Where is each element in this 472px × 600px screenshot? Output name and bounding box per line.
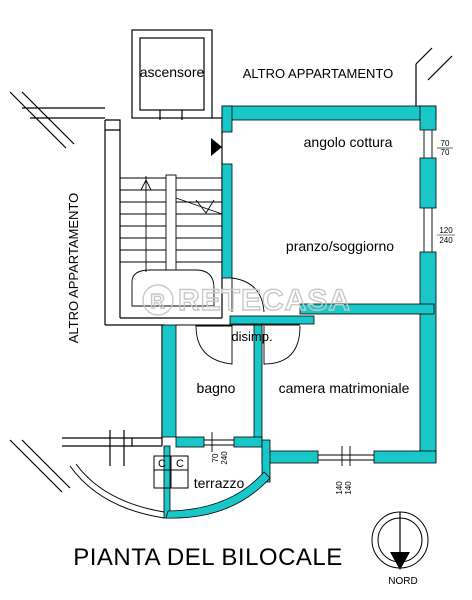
dim-bedroom-width: 140	[335, 481, 344, 495]
dim-terrace-height: 240	[220, 451, 229, 465]
room-label-kitchen: angolo cottura	[304, 134, 393, 150]
wall-bottom-2	[373, 450, 437, 464]
wall-separator	[299, 303, 435, 315]
neighbor-label-top: ALTRO APPARTAMENTO	[243, 66, 394, 81]
apartment-walls	[161, 105, 437, 519]
wall-bath-left	[161, 324, 177, 438]
dim-kitchen-width: 70	[441, 139, 450, 148]
utility-mark-2: C	[176, 458, 184, 470]
dim-living-width: 120	[439, 226, 453, 235]
openings	[176, 130, 433, 466]
utility-mark-1: C	[158, 458, 166, 470]
plan-title: PIANTA DEL BILOCALE	[73, 544, 343, 571]
wall-separator-2	[229, 315, 315, 325]
wall-right-lower	[419, 251, 437, 463]
wall-terrace-curve	[165, 471, 271, 519]
room-label-bedroom: camera matrimoniale	[279, 380, 410, 396]
wall-inner-left	[221, 163, 233, 279]
terrace-outline	[69, 455, 189, 519]
entry-arrow-icon	[211, 138, 222, 156]
svg-text:R: R	[150, 291, 165, 313]
room-label-living: pranzo/soggiorno	[286, 238, 394, 254]
room-label-bathroom: bagno	[197, 380, 236, 396]
wall-right-mid	[419, 157, 437, 209]
north-arrow-icon	[371, 511, 429, 570]
compass-label: NORD	[388, 576, 417, 587]
room-label-elevator: ascensore	[140, 64, 205, 80]
dim-living-height: 240	[439, 236, 453, 245]
wall-inner-left-top	[221, 105, 233, 133]
stairs	[120, 174, 223, 307]
wall-bath-bottom-2	[233, 436, 263, 448]
room-label-terrace: terrazzo	[194, 475, 245, 491]
room-label-hallway: disimp.	[231, 329, 272, 344]
dim-terrace-width: 70	[211, 453, 220, 462]
dim-kitchen-height: 70	[441, 148, 450, 157]
wall-terrace-left	[163, 445, 171, 519]
wall-bath-bottom	[175, 436, 205, 448]
wall-right-upper	[419, 105, 437, 131]
watermark-logo: R RETECASA	[142, 283, 351, 318]
wall-top	[221, 105, 437, 121]
dim-bedroom-height: 140	[344, 481, 353, 495]
neighbor-label-left: ALTRO APPARTAMENTO	[66, 193, 81, 344]
watermark-text: RETECASA	[178, 284, 351, 317]
